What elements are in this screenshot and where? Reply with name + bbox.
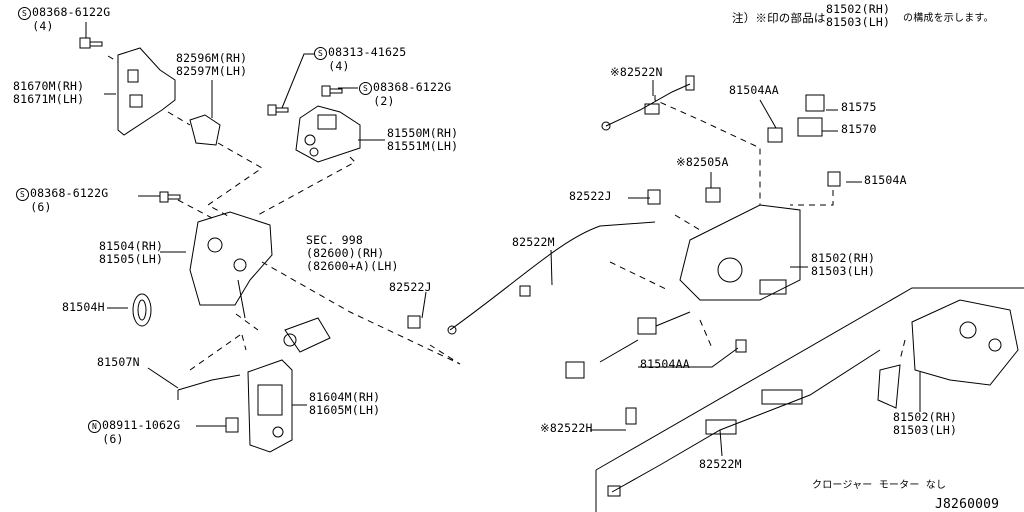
part-label-81504aa: 81504AA [729,83,779,97]
key-cylinder [283,317,331,353]
part-label-82522j-b: 82522J [569,189,612,203]
part-label-82522h: ※82522H [540,421,593,435]
part-label-81504aa-b: 81504AA [640,357,690,371]
rear-door-lock-81502 [679,204,801,301]
cable-82522n [601,75,695,131]
screw-icon [267,85,343,116]
part-label-82505a: ※82505A [676,155,729,169]
part-label-82596m: 82596M(RH)82597M(LH) [176,51,248,78]
grommet-81504h [132,293,152,327]
clip-82522h [625,407,637,425]
lock-actuator-81550m [295,105,361,163]
clip-81575 [805,94,825,112]
note-part-numbers: 81502(RH)81503(LH) [826,2,891,29]
clip-81570 [797,117,823,137]
clip-82505a [705,187,721,203]
part-label-82522j: 82522J [389,280,432,294]
section-divider [595,287,1024,471]
outside-handle-81604m [247,359,293,453]
harness-connector [565,311,691,379]
part-label-81670m: 81670M(RH)81671M(LH) [13,79,85,106]
part-label-81504h: 81504H [62,300,105,314]
part-label-81502: 81502(RH)81503(LH) [811,251,876,278]
screw-icon [79,37,103,49]
rear-door-lock-81502-b [877,299,1019,409]
part-label-82522m-b: 82522M [699,457,742,471]
rod-81507n [177,374,241,400]
clip-82522j-b [647,189,661,205]
part-label-81504: 81504(RH)81505(LH) [99,239,164,266]
closure-motor-note: クロージャー モーター なし [812,480,947,491]
clip-81504a [827,171,841,187]
front-door-lock-81504 [189,211,273,319]
note-text: 注）※印の部品は [732,11,826,25]
cable-82522m-b [607,349,881,497]
part-label-81570: 81570 [841,122,877,136]
dashed-guides [107,55,906,371]
part-label-81604m: 81604M(RH)81605M(LH) [309,390,381,417]
screw-icon [159,191,181,203]
section-reference-998: SEC. 998(82600)(RH)(82600+A)(LH) [306,233,399,273]
diagram-id: J8260009 [935,497,1000,512]
part-label-82522n: ※82522N [610,65,663,79]
part-label-81502-b: 81502(RH)81503(LH) [893,410,958,437]
cable-82522m-a [447,221,656,335]
leader-lines [85,22,921,457]
screw-icon [735,339,747,353]
inside-handle-bracket [117,47,176,136]
clip-82596m [189,114,221,146]
part-label-82522m: 82522M [512,235,555,249]
nut-icon [225,417,239,433]
part-label-81504a: 81504A [864,173,907,187]
part-label-81575: 81575 [841,100,877,114]
part-label-81550m: 81550M(RH)81551M(LH) [387,126,459,153]
part-label-81507n: 81507N [97,355,140,369]
switch-81504aa [767,127,783,143]
clip-82522j [407,315,421,329]
note-suffix: の構成を示します。 [903,13,994,24]
